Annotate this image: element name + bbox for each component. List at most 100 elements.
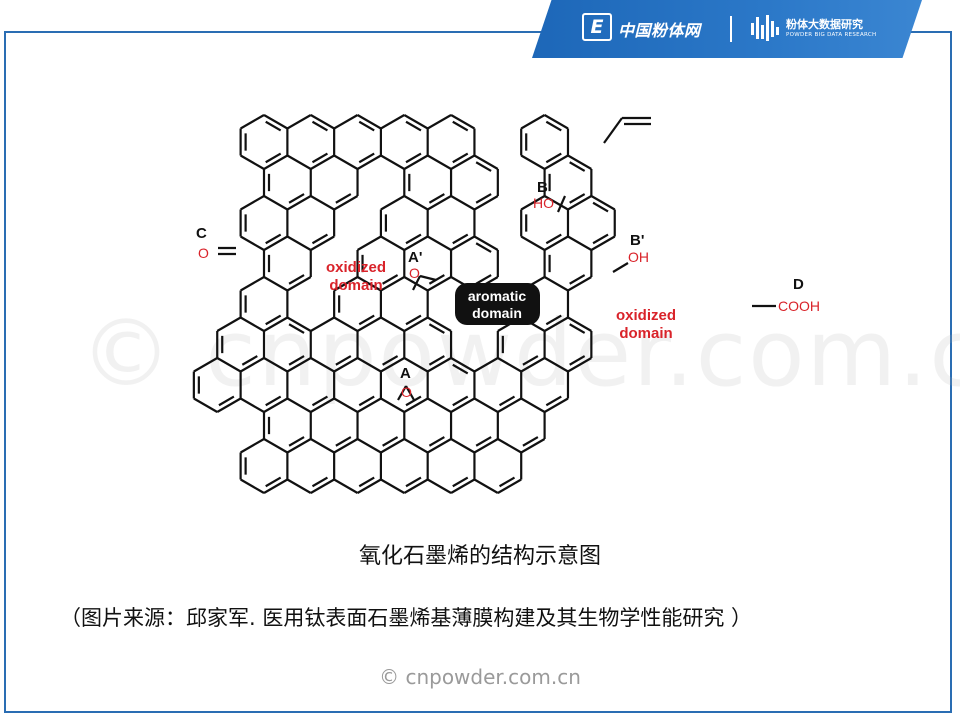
carbon-bond (240, 357, 265, 373)
carbon-bond (544, 114, 569, 130)
carbon-bond (450, 195, 475, 211)
double-bond (288, 274, 305, 285)
carbon-bond (567, 195, 592, 211)
double-bond (592, 233, 609, 245)
double-bond (545, 395, 562, 407)
carbon-bond (544, 397, 569, 413)
double-bond (405, 120, 422, 132)
hydroxyl-bond (556, 195, 567, 213)
carbon-bond (356, 235, 382, 251)
epoxide-bond (397, 385, 407, 401)
figure-source: （图片来源：邱家军. 医用钛表面石墨烯基薄膜构建及其生物学性能研究 ） (60, 606, 753, 630)
carbon-bond (403, 114, 429, 130)
double-bond (358, 120, 375, 132)
double-bond (452, 152, 469, 164)
header-divider (730, 16, 732, 42)
double-bond (382, 355, 399, 366)
carbon-bond (427, 397, 452, 413)
carbon-bond (240, 114, 265, 130)
carbon-bond (544, 276, 569, 292)
carbon-bond (310, 316, 335, 332)
carbon-bond (216, 357, 242, 373)
double-bond (335, 355, 352, 366)
double-bond (311, 152, 328, 164)
carbon-bond (356, 154, 382, 170)
carbon-bond (403, 357, 429, 373)
oxidized-domain-left-line1: oxidized (326, 259, 386, 276)
carbon-bond (380, 195, 405, 211)
carbon-bond (310, 357, 335, 373)
carbon-bond (286, 235, 312, 251)
oxidized-domain-right-line2: domain (619, 325, 672, 342)
carbon-bond (473, 154, 499, 170)
carbon-bond (450, 235, 475, 251)
double-bond (475, 193, 492, 204)
carbon-bond (240, 235, 265, 251)
group-c: O (198, 245, 209, 261)
carbon-bond (427, 276, 452, 292)
graphene-oxide-diagram: C O B HO B' OH A' O A O D COOH oxidized … (192, 114, 820, 494)
double-bond (288, 436, 305, 447)
double-bond (265, 233, 282, 245)
double-bond (569, 274, 586, 285)
carbon-bond (380, 154, 405, 170)
group-b-prime: OH (628, 249, 649, 265)
carbon-bond (544, 154, 569, 170)
carbon-bond (356, 276, 382, 292)
carbon-bond (380, 235, 405, 251)
carbon-bond (427, 316, 452, 332)
double-bond (545, 233, 562, 245)
double-bond (428, 274, 445, 285)
double-bond (335, 193, 352, 204)
carbon-bond (356, 316, 382, 332)
double-bond (475, 242, 492, 253)
double-bond (428, 355, 445, 366)
carbon-bond (263, 195, 288, 211)
carbon-bond (263, 438, 288, 454)
carbon-bond (567, 235, 592, 251)
carbon-bond (473, 397, 499, 413)
brand-secondary: 粉体大数据研究 (786, 18, 863, 31)
double-bond (405, 476, 422, 488)
double-bond (288, 323, 305, 334)
carbon-bond (520, 114, 546, 130)
double-bond (452, 476, 469, 488)
slide-frame (4, 31, 952, 713)
carbon-bond (427, 235, 452, 251)
carbon-bond (240, 195, 265, 211)
data-bars-icon (751, 15, 779, 41)
cnpowder-logo-icon: E (582, 13, 612, 41)
carbon-bond (263, 478, 288, 494)
double-bond (265, 120, 282, 132)
carbon-bond (240, 154, 265, 170)
double-bond (405, 233, 422, 245)
carbon-bond (520, 235, 546, 251)
carbon-bond (450, 114, 475, 130)
carbon-bond (403, 397, 429, 413)
carbon-bond (333, 438, 359, 454)
double-bond (358, 395, 375, 407)
carbon-bond (497, 397, 522, 413)
carbon-bond (286, 478, 312, 494)
label-c: C (196, 225, 207, 242)
carbon-bond (450, 478, 475, 494)
carbon-bond (567, 316, 592, 332)
carbon-bond (380, 438, 405, 454)
double-bond (452, 363, 469, 375)
carbon-bond (380, 478, 405, 494)
carbon-bond (193, 357, 218, 373)
hydroxyl-bond (612, 262, 629, 273)
brand-secondary-sub: POWDER BIG DATA RESEARCH (786, 32, 877, 38)
carbon-bond (403, 154, 429, 170)
carbon-bond (333, 195, 359, 211)
carbon-bond (473, 235, 499, 251)
carbon-bond (356, 438, 382, 454)
figure-caption: 氧化石墨烯的结构示意图 (358, 544, 601, 569)
footer-watermark: © cnpowder.com.cn (379, 665, 581, 689)
carbon-bond (520, 438, 546, 454)
double-bond (498, 395, 516, 407)
double-bond (569, 355, 586, 366)
carbon-bond (427, 154, 452, 170)
oxidized-domain-right-line1: oxidized (616, 307, 676, 324)
double-bond (358, 314, 375, 326)
